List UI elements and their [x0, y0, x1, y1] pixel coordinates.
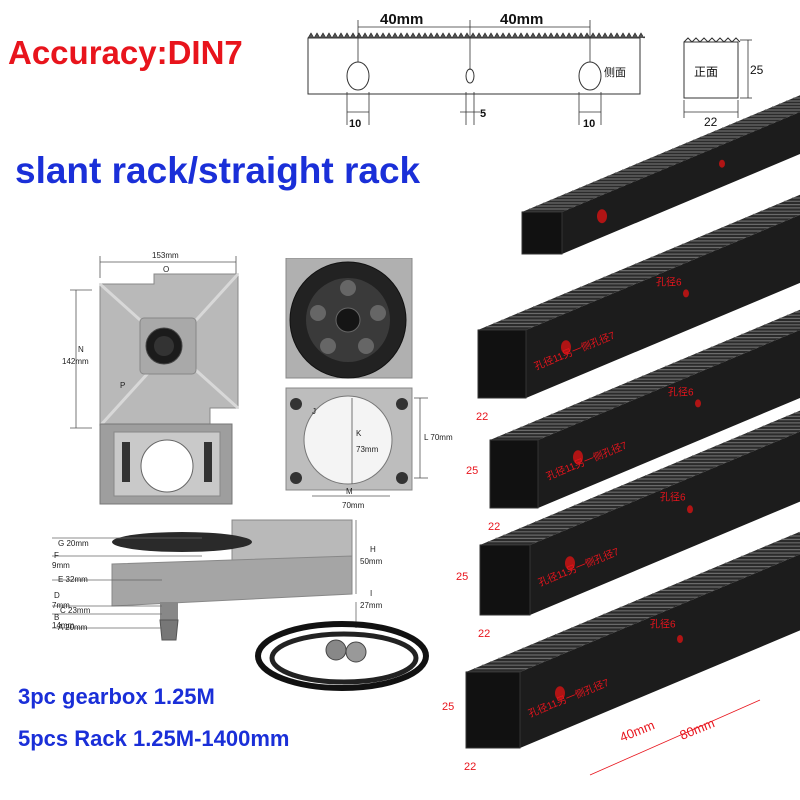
section-height-label: 25	[750, 63, 764, 77]
rack-2-hole-large	[561, 340, 571, 355]
section-width-label: 22	[704, 115, 718, 129]
f-letter: F	[54, 551, 59, 560]
width-label: 153mm	[152, 251, 179, 260]
p-letter: P	[120, 381, 125, 390]
width-letter: O	[163, 265, 169, 274]
height-letter: N	[78, 345, 84, 354]
rack-4-height-label: 25	[456, 571, 468, 583]
rack-3-hole-small	[695, 399, 701, 408]
h-dim: 50mm	[360, 557, 383, 566]
rack-2-teeth-surface	[478, 194, 800, 330]
gearbox-top-view: 153mm O N 142mm P	[62, 251, 240, 505]
f-dim: 9mm	[52, 561, 70, 570]
rack-dimension-drawing: 40mm 40mm 10 5 10 侧面	[307, 11, 645, 130]
belt-outer	[255, 621, 429, 691]
a-dim: A 20mm	[58, 623, 88, 632]
rack-3-hole-large	[573, 450, 583, 465]
rack-3-side-face	[538, 329, 800, 508]
accuracy-title: Accuracy:DIN7	[8, 34, 243, 71]
rack-3-height-label: 25	[466, 465, 478, 477]
m-letter: M	[346, 487, 353, 496]
rack-1-end-face	[521, 211, 563, 255]
rack-4-hole-large	[565, 556, 575, 571]
rack-4-end-face	[479, 544, 531, 616]
section-outline	[683, 41, 739, 99]
d-dim: 7mm	[52, 601, 70, 610]
rack-2-width-label: 22	[476, 411, 488, 423]
rack-3-end-face	[489, 439, 539, 509]
section-teeth	[683, 37, 741, 43]
dim-right-label: 40mm	[500, 11, 543, 28]
rack-5-hole6-label: 孔径6	[650, 617, 676, 630]
d-letter: D	[54, 591, 60, 600]
h-letter: H	[370, 545, 376, 554]
hole-left-label: 10	[349, 118, 361, 130]
rack-5-height-label: 25	[442, 701, 454, 713]
j-letter: J	[312, 407, 316, 416]
k-letter: K	[356, 429, 362, 438]
rack-5-teeth-surface	[466, 531, 800, 672]
m-label: 70mm	[342, 501, 365, 510]
spec-line-rack: 5pcs Rack 1.25M-1400mm	[18, 726, 290, 751]
pinion-gear	[159, 619, 179, 641]
spec-line-gearbox: 3pc gearbox 1.25M	[18, 684, 215, 709]
rack-1-hole-large	[597, 209, 607, 224]
rack-1-hole-small	[719, 159, 725, 168]
rack-5-end-face	[465, 671, 521, 749]
gearbox-front-view: J K 73mm L 70mm M 70mm	[285, 258, 453, 510]
rack-4-side-face	[530, 431, 800, 615]
rack-2-side-face	[526, 214, 800, 398]
rack-4-width-label: 22	[478, 628, 490, 640]
hole-right-label: 10	[583, 118, 595, 130]
rack-3-hole6-label: 孔径6	[668, 385, 694, 398]
rack-5-hole-large	[555, 686, 565, 701]
gearbox-side-view: G 20mm F 9mm E 32mm D 7mm C 23mm B 14mm …	[52, 519, 383, 641]
rack-dim-40-label: 40mm	[618, 717, 657, 744]
rack-dim-line	[589, 699, 761, 776]
rack-section-drawing: 正面 25 22	[683, 37, 764, 129]
g-dim: G 20mm	[58, 539, 89, 548]
section-front-label: 正面	[694, 65, 718, 79]
rack-5-hole-small	[677, 635, 683, 643]
rack-5-width-label: 22	[464, 761, 476, 773]
height-label: 142mm	[62, 357, 89, 366]
center-label: 5	[480, 108, 486, 120]
b-letter: B	[54, 613, 59, 622]
i-letter: I	[370, 589, 372, 598]
dim-left-label: 40mm	[380, 11, 423, 28]
belt-inner	[269, 631, 419, 685]
pulley-2	[345, 641, 367, 663]
c-dim: C 23mm	[60, 606, 91, 615]
rack-3-width-label: 22	[488, 521, 500, 533]
rack-1-side-face	[562, 112, 800, 254]
rack-2-hole-small	[683, 289, 689, 298]
k-label: 73mm	[356, 445, 379, 454]
side-view-label: 侧面	[604, 66, 626, 79]
rack-5-side-face	[520, 554, 800, 748]
rack-2-hole6-label: 孔径6	[656, 275, 682, 288]
rack-dim-80-label: 80mm	[678, 715, 717, 742]
b-dim: 14mm	[52, 621, 75, 630]
side-wheel	[112, 532, 252, 552]
timing-belts	[255, 621, 429, 691]
i-dim: 27mm	[360, 601, 383, 610]
rack-4-hole6-label: 孔径6	[660, 490, 686, 503]
rack-2-end-face	[477, 329, 527, 399]
rack-4-hole-small	[687, 505, 693, 514]
l-label: L 70mm	[424, 433, 453, 442]
e-dim: E 32mm	[58, 575, 88, 584]
product-subtitle: slant rack/straight rack	[15, 150, 421, 191]
